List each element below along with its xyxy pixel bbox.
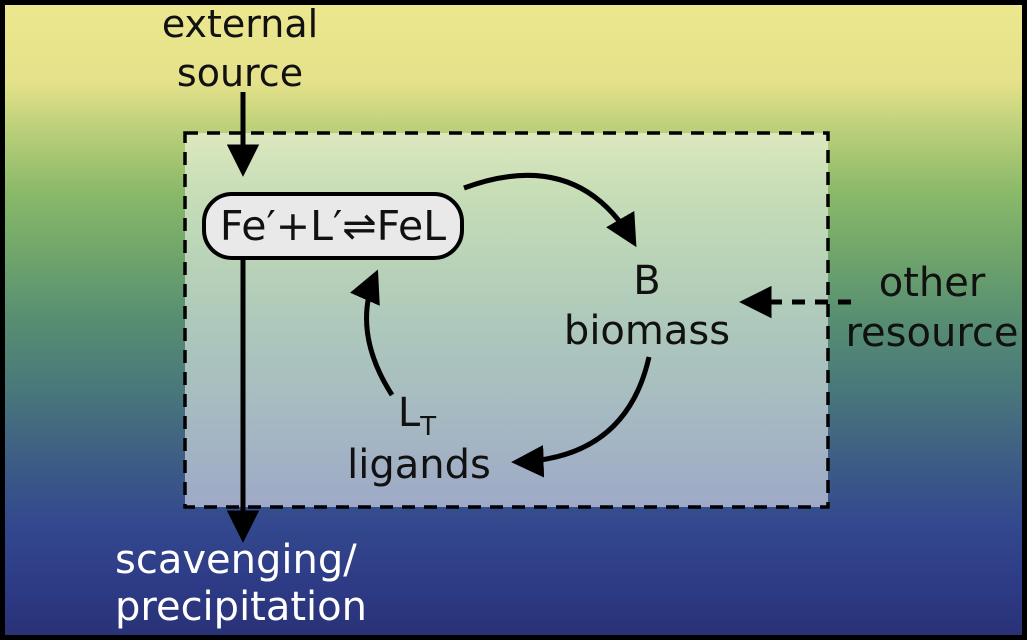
external-source-label: external source [140, 0, 340, 98]
biomass-node: B biomass [547, 256, 747, 356]
ligands-to-reaction-arrow [350, 269, 395, 397]
biomass-label: biomass [563, 308, 731, 354]
scavenging-line1: scavenging/ [115, 537, 357, 583]
other-resource-line1: other [878, 260, 986, 306]
ligands-symbol-main: L [397, 390, 421, 436]
scavenging-line2: precipitation [115, 584, 367, 630]
other-resource-line2: resource [845, 310, 1019, 356]
iron-ligand-reaction-node: Fe′+L′⇌FeL [202, 192, 464, 260]
biomass-symbol: B [633, 258, 661, 304]
reaction-formula: Fe′+L′⇌FeL [219, 202, 447, 250]
ligands-label: ligands [347, 442, 491, 488]
ligands-symbol: LT [337, 390, 497, 450]
reaction-to-biomass-arrow [463, 172, 637, 248]
other-resource-label: other resource [832, 258, 1027, 358]
ligands-symbol-subscript: T [420, 412, 437, 442]
external-source-line2: source [176, 51, 304, 95]
external-source-line1: external [161, 2, 319, 46]
scavenging-precipitation-label: scavenging/ precipitation [115, 537, 367, 631]
biomass-to-ligands-arrow [511, 356, 652, 478]
